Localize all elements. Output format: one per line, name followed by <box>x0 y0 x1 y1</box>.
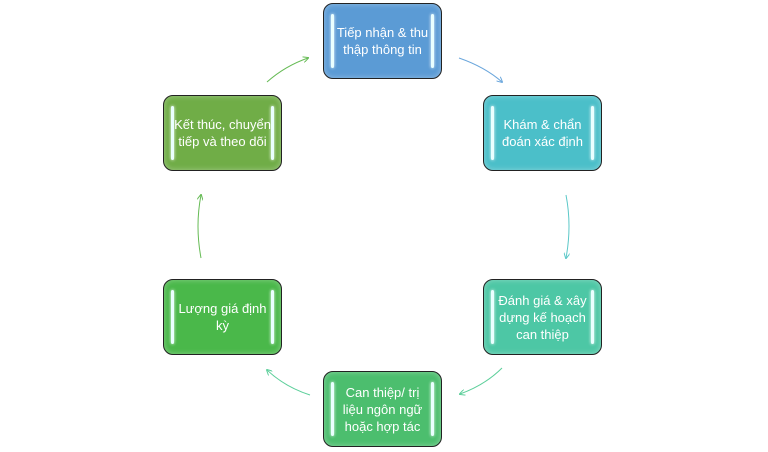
arrow-6-1 <box>266 58 308 83</box>
step-intervention: Can thiệp/ trị liệu ngôn ngữ hoặc hợp tá… <box>323 371 442 447</box>
step-diagnosis: Khám & chẩn đoán xác định <box>483 95 602 171</box>
step-closure-followup: Kết thúc, chuyển tiếp và theo dõi <box>163 95 282 171</box>
step-label: Đánh giá & xây dựng kế hoạch can thiệp <box>498 292 587 342</box>
arrow-2-3 <box>566 194 569 258</box>
arrow-3-4 <box>460 367 503 394</box>
step-intake: Tiếp nhận & thu thập thông tin <box>323 3 442 79</box>
arrow-4-5 <box>267 370 311 396</box>
step-label: Can thiệp/ trị liệu ngôn ngữ hoặc hợp tá… <box>342 384 423 434</box>
step-label: Kết thúc, chuyển tiếp và theo dõi <box>174 117 271 149</box>
arrow-5-6 <box>198 195 201 259</box>
arrow-1-2 <box>458 57 502 82</box>
step-label: Tiếp nhận & thu thập thông tin <box>336 25 429 57</box>
step-assessment-plan: Đánh giá & xây dựng kế hoạch can thiệp <box>483 279 602 355</box>
step-periodic-evaluation: Lượng giá định kỳ <box>163 279 282 355</box>
step-label: Khám & chẩn đoán xác định <box>502 117 583 149</box>
step-label: Lượng giá định kỳ <box>178 301 267 333</box>
